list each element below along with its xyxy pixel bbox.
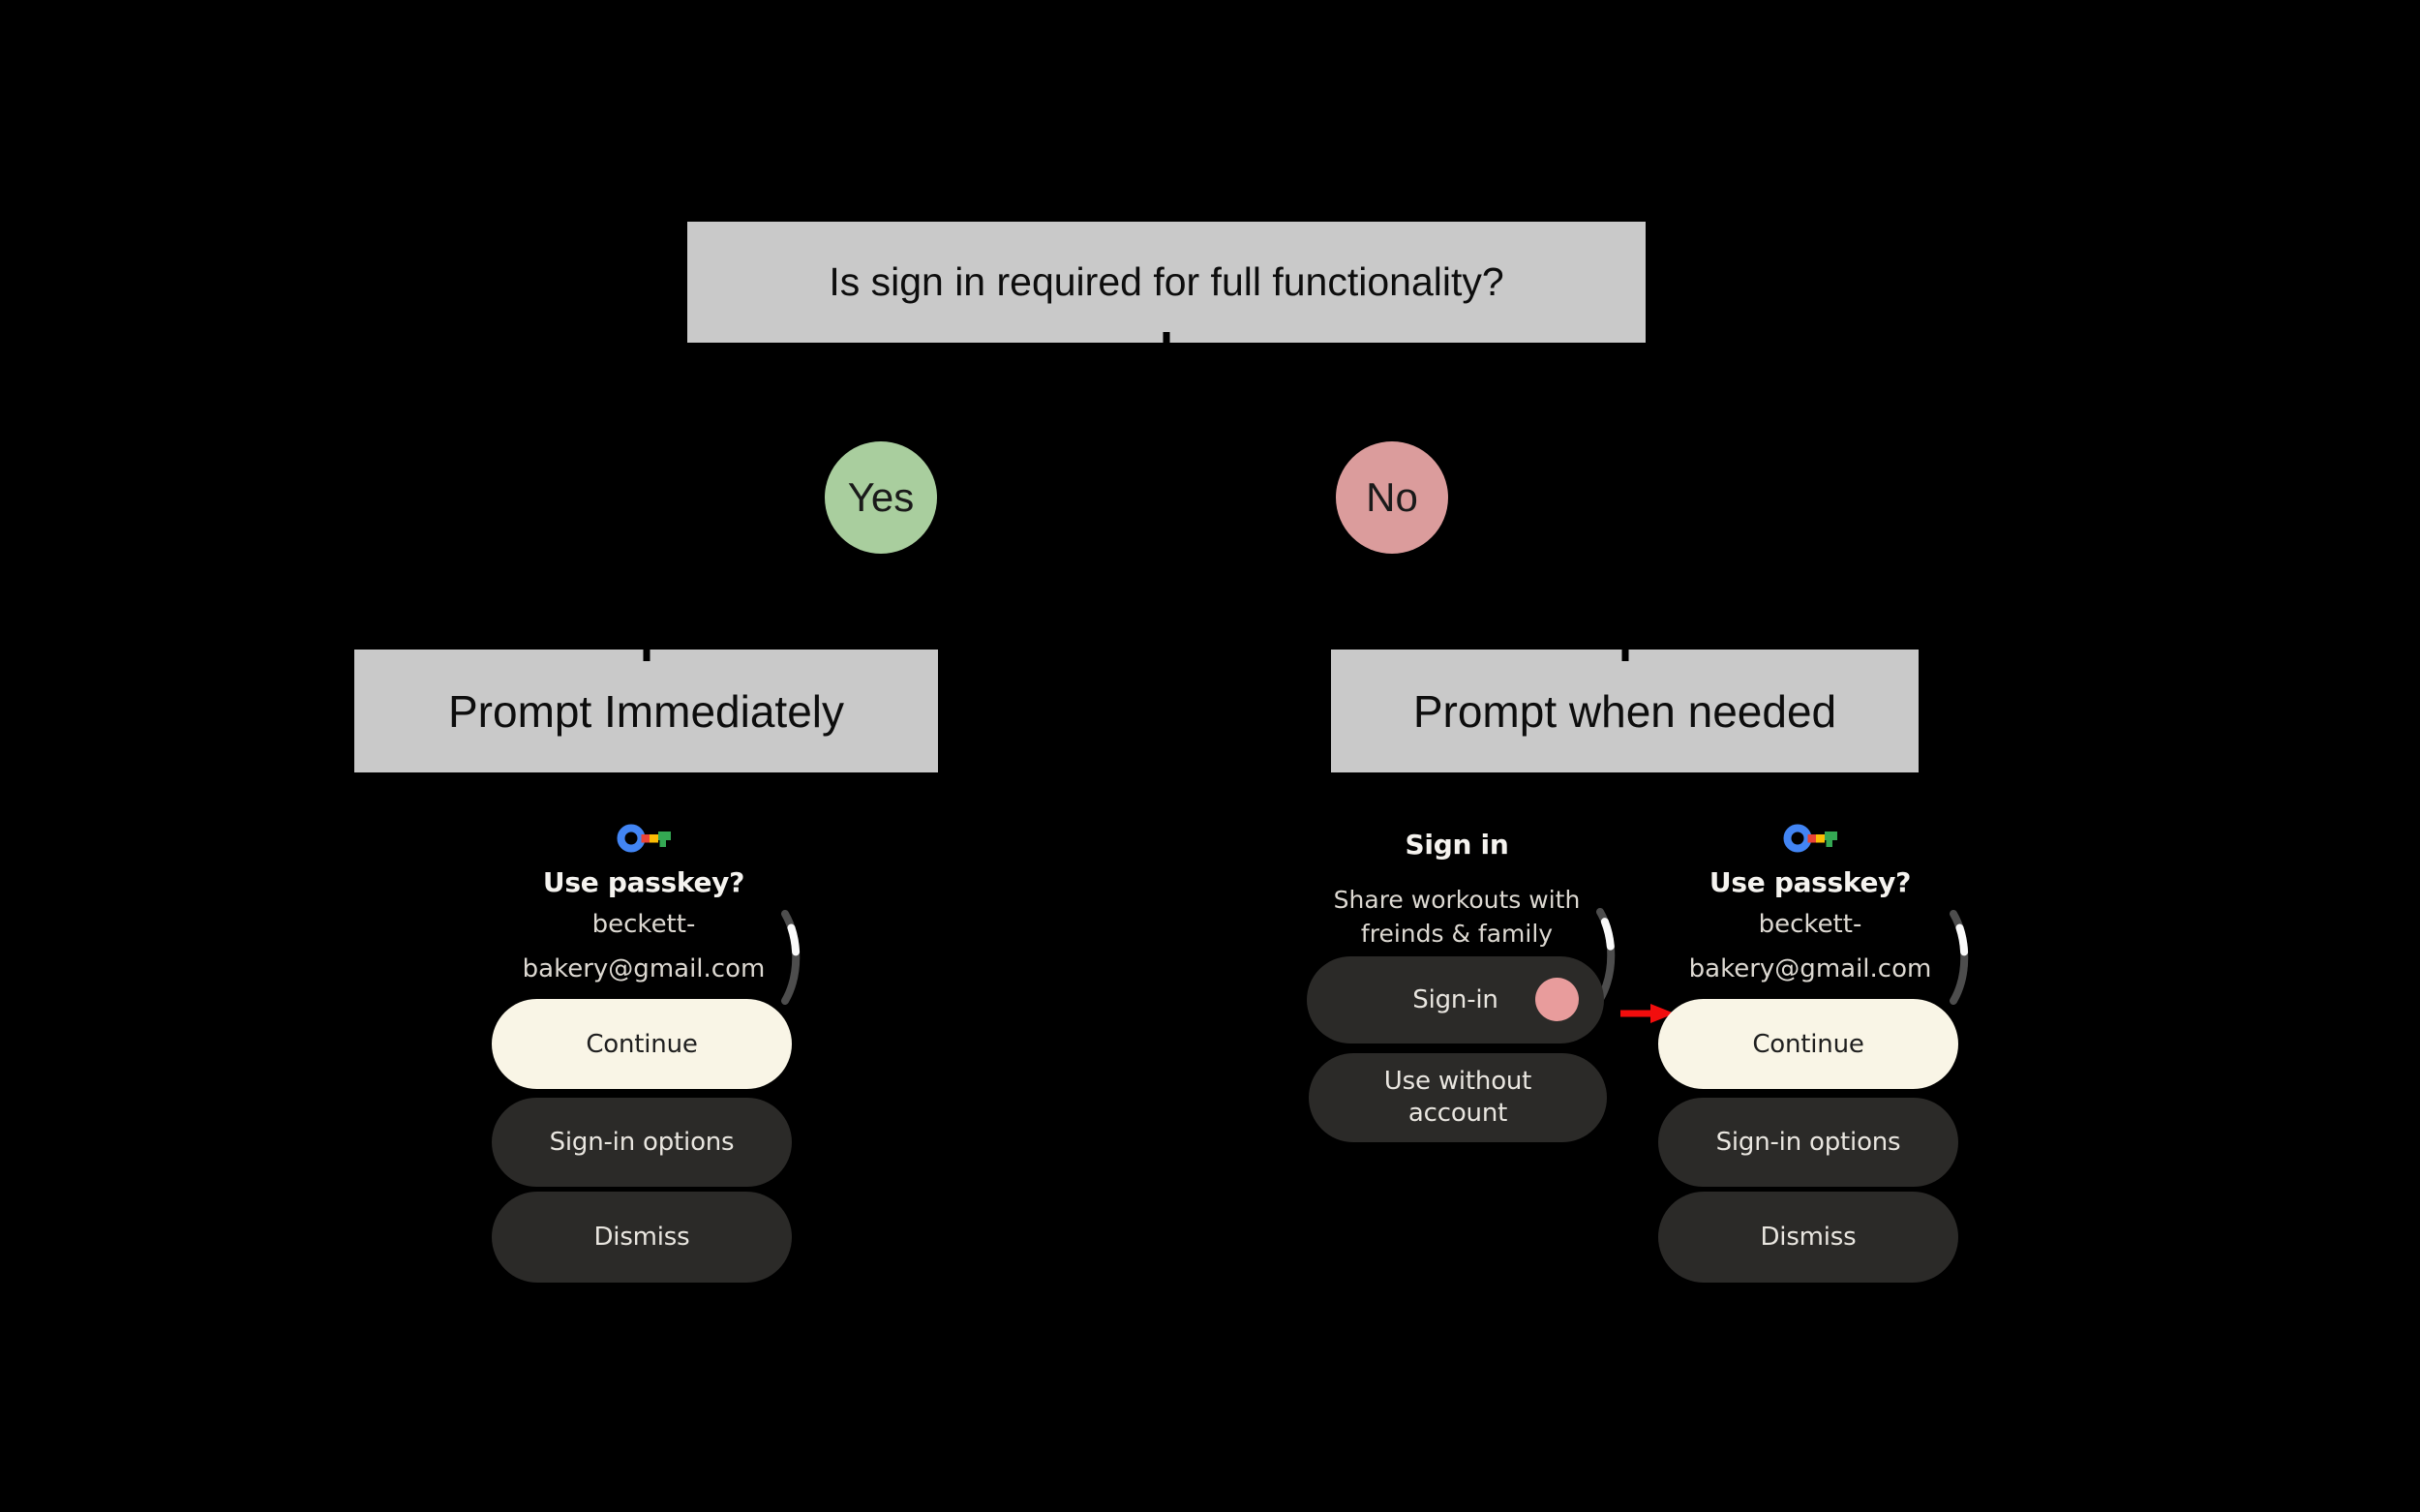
yes-label: Yes bbox=[847, 474, 915, 520]
no-label: No bbox=[1366, 474, 1418, 520]
dismiss-button-label: Dismiss bbox=[1760, 1223, 1857, 1252]
signin-button-label: Sign-in bbox=[1412, 985, 1498, 1014]
scroll-indicator bbox=[781, 910, 801, 1005]
outcome-text: Prompt Immediately bbox=[447, 685, 844, 737]
account-email-line1: beckett- bbox=[1758, 910, 1862, 939]
signin-subtitle: Share workouts with freinds & family bbox=[1302, 883, 1612, 951]
passkey-title: Use passkey? bbox=[1709, 866, 1912, 898]
watch-screen-signin: Sign in Share workouts with freinds & fa… bbox=[1302, 813, 1616, 1302]
signin-title: Sign in bbox=[1405, 829, 1509, 861]
dismiss-button[interactable]: Dismiss bbox=[492, 1192, 792, 1283]
yes-node: Yes bbox=[825, 441, 937, 554]
signin-options-button[interactable]: Sign-in options bbox=[1658, 1098, 1958, 1187]
no-node: No bbox=[1336, 441, 1448, 554]
passkey-title: Use passkey? bbox=[542, 866, 745, 898]
outcome-text: Prompt when needed bbox=[1412, 685, 1837, 737]
signin-options-button-label: Sign-in options bbox=[1715, 1128, 1901, 1157]
signin-options-button[interactable]: Sign-in options bbox=[492, 1098, 792, 1187]
continue-button-label: Continue bbox=[586, 1029, 698, 1059]
continue-button-label: Continue bbox=[1752, 1029, 1864, 1059]
account-email-line1: beckett- bbox=[591, 910, 696, 939]
signin-button[interactable]: Sign-in bbox=[1307, 956, 1604, 1043]
connector-tick bbox=[1621, 650, 1628, 661]
passkey-icon bbox=[617, 824, 671, 853]
watch-screen-passkey-left: Use passkey? beckett- bakery@gmail.com C… bbox=[484, 813, 803, 1302]
continue-button[interactable]: Continue bbox=[492, 999, 792, 1089]
watch-screen-passkey-right: Use passkey? beckett- bakery@gmail.com C… bbox=[1650, 813, 1970, 1302]
use-without-account-line1: Use without bbox=[1383, 1067, 1532, 1096]
account-email-line2: bakery@gmail.com bbox=[1688, 954, 1932, 983]
scroll-indicator bbox=[1596, 908, 1616, 1003]
signin-subtitle-line1: Share workouts with bbox=[1333, 886, 1581, 914]
question-text: Is sign in required for full functionali… bbox=[829, 259, 1504, 304]
outcome-box-prompt-immediately: Prompt Immediately bbox=[354, 650, 938, 772]
account-email: beckett- bakery@gmail.com bbox=[1650, 902, 1970, 991]
account-email: beckett- bakery@gmail.com bbox=[484, 902, 803, 991]
scroll-indicator bbox=[1950, 910, 1969, 1005]
outcome-box-prompt-when-needed: Prompt when needed bbox=[1331, 650, 1919, 772]
passkey-icon bbox=[1783, 824, 1837, 853]
dismiss-button-label: Dismiss bbox=[593, 1223, 690, 1252]
use-without-account-button[interactable]: Use without account bbox=[1309, 1053, 1607, 1142]
dismiss-button[interactable]: Dismiss bbox=[1658, 1192, 1958, 1283]
continue-button[interactable]: Continue bbox=[1658, 999, 1958, 1089]
signin-options-button-label: Sign-in options bbox=[549, 1128, 735, 1157]
account-email-line2: bakery@gmail.com bbox=[522, 954, 766, 983]
flow-arrow-icon bbox=[1620, 1004, 1675, 1023]
tap-indicator bbox=[1535, 978, 1579, 1021]
question-box: Is sign in required for full functionali… bbox=[687, 222, 1646, 343]
use-without-account-line2: account bbox=[1407, 1099, 1508, 1128]
connector-tick bbox=[1163, 332, 1170, 343]
connector-tick bbox=[643, 650, 650, 661]
signin-subtitle-line2: freinds & family bbox=[1360, 920, 1554, 948]
